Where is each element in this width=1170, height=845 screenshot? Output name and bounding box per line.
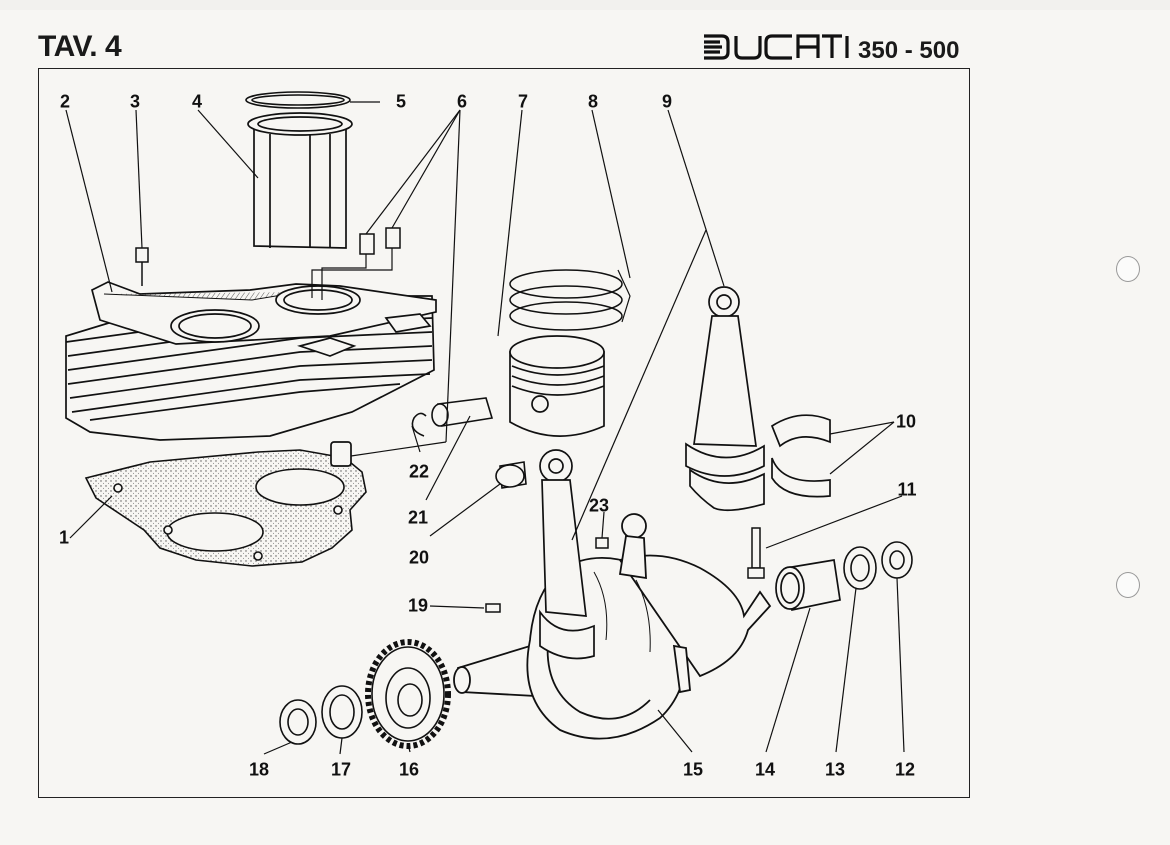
callout-2: 2	[59, 91, 71, 112]
ducati-logo	[704, 34, 849, 60]
nut	[279, 699, 317, 745]
diagram-frame	[38, 68, 970, 798]
dowels	[311, 227, 401, 300]
piston	[509, 335, 605, 437]
piston-pin	[431, 397, 494, 427]
callout-21: 21	[407, 507, 429, 528]
callout-4: 4	[191, 91, 203, 112]
piston-rings	[509, 269, 631, 331]
big-end-bearing-shells	[770, 414, 831, 498]
connecting-rod	[685, 286, 765, 512]
callout-12: 12	[894, 759, 916, 780]
callout-6: 6	[456, 91, 468, 112]
timing-gear	[365, 639, 451, 749]
nut	[881, 541, 913, 579]
stud	[135, 247, 149, 286]
callout-19: 19	[407, 595, 429, 616]
bolt	[747, 527, 765, 579]
plug	[595, 537, 609, 549]
binder-hole-bottom	[1116, 572, 1140, 598]
leader-lines	[65, 101, 905, 755]
binder-hole-top	[1116, 256, 1140, 282]
plate-title: TAV. 4	[38, 30, 122, 63]
circlip	[411, 412, 427, 437]
liner-ring	[245, 91, 351, 109]
washer	[843, 546, 877, 590]
callout-18: 18	[248, 759, 270, 780]
callout-7: 7	[517, 91, 529, 112]
callout-1: 1	[58, 527, 70, 548]
model-range: 350 - 500	[858, 37, 960, 64]
callout-20: 20	[408, 547, 430, 568]
callout-13: 13	[824, 759, 846, 780]
cylinder-block	[65, 281, 437, 467]
callout-15: 15	[682, 759, 704, 780]
washer	[321, 685, 363, 739]
callout-23: 23	[588, 495, 610, 516]
connecting-rod-assembled	[539, 449, 595, 660]
callout-22: 22	[408, 461, 430, 482]
key	[485, 603, 501, 613]
callout-5: 5	[395, 91, 407, 112]
crankshaft	[453, 513, 772, 740]
callout-8: 8	[587, 91, 599, 112]
callout-17: 17	[330, 759, 352, 780]
small-end-bush	[495, 461, 527, 489]
bushing	[775, 559, 841, 612]
cylinder-liner	[247, 112, 353, 249]
callout-9: 9	[661, 91, 673, 112]
callout-14: 14	[754, 759, 776, 780]
callout-10: 10	[895, 411, 917, 432]
cylinder-base-gasket	[84, 449, 367, 567]
callout-3: 3	[129, 91, 141, 112]
callout-16: 16	[398, 759, 420, 780]
callout-11: 11	[897, 479, 917, 500]
